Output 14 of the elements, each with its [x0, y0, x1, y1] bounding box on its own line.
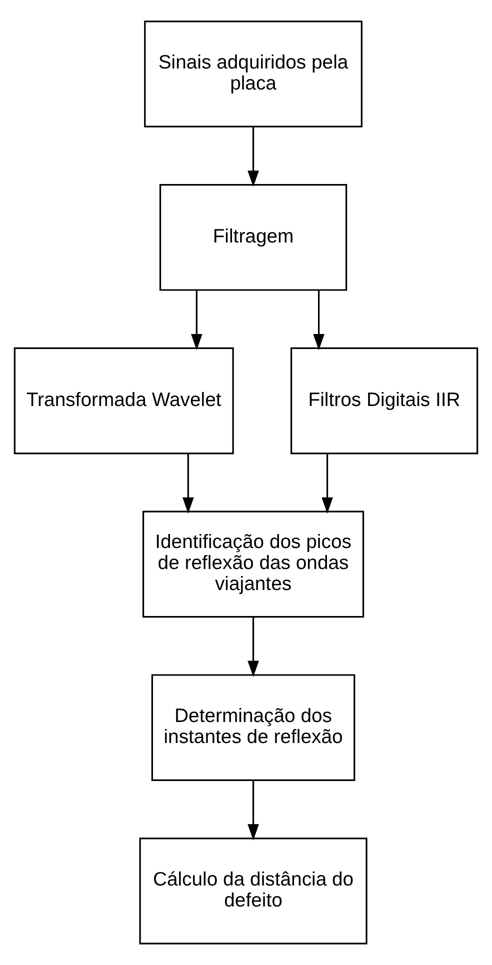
- arrow: [322, 453, 333, 514]
- node-box: Filtros Digitais IIR: [290, 347, 478, 454]
- node-box: Cálculo da distância do defeito: [139, 838, 368, 944]
- node-box: Determinação dos instantes de reflexão: [151, 674, 356, 781]
- node-box: Filtragem: [159, 184, 348, 291]
- arrow: [248, 780, 259, 840]
- arrow: [248, 616, 259, 677]
- arrow: [190, 290, 202, 350]
- node-box: Sinais adquiridos pela placa: [144, 20, 362, 128]
- arrow: [182, 453, 194, 514]
- arrow: [248, 126, 259, 187]
- node-box: Identificação dos picos de reflexão das ondas viajantes: [142, 510, 364, 618]
- node-box: Transformada Wavelet: [14, 347, 234, 454]
- arrow: [313, 290, 324, 350]
